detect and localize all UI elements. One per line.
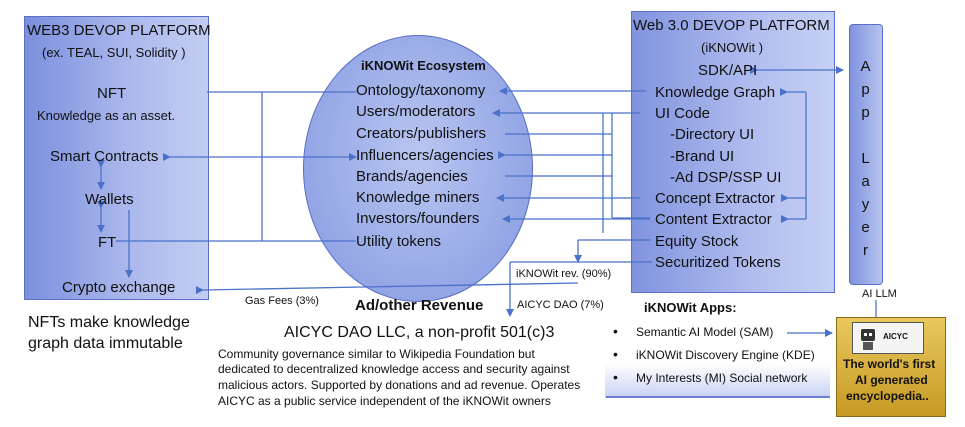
- wallets-label: Wallets: [85, 191, 134, 208]
- sdk-api-label: SDK/API: [698, 62, 758, 79]
- nft-note-line-2: graph data immutable: [28, 335, 183, 352]
- eco-item-brands: Brands/agencies: [356, 168, 468, 185]
- app-bullet-1: •: [613, 323, 618, 339]
- dao-desc-line-1: Community governance similar to Wikipedi…: [218, 347, 535, 361]
- dao-desc-line-4: AICYC as a public service independent of…: [218, 394, 551, 408]
- web30-platform-box: [631, 11, 835, 293]
- ai-llm-label: AI LLM: [862, 288, 897, 300]
- app-layer-letter-1: A: [860, 58, 872, 75]
- app-layer-letter-4: L: [861, 150, 871, 167]
- apps-title: iKNOWit Apps:: [644, 300, 737, 315]
- directory-ui-label: -Directory UI: [670, 126, 755, 143]
- left-box-title: WEB3 DEVOP PLATFORM: [27, 22, 211, 39]
- dao-title: AICYC DAO LLC, a non-profit 501(c)3: [284, 324, 555, 341]
- ui-code-label: UI Code: [655, 105, 711, 122]
- smart-contracts-label: Smart Contracts: [50, 148, 159, 165]
- eco-item-ontology: Ontology/taxonomy: [356, 82, 486, 99]
- eco-item-influencers: Influencers/agencies: [356, 147, 494, 164]
- dao-desc-line-2: dedicated to decentralized knowledge acc…: [218, 362, 570, 376]
- app-layer-label: A p p L a y e r: [849, 55, 883, 262]
- knowledge-graph-label: Knowledge Graph: [655, 84, 776, 101]
- robot-icon: [861, 329, 875, 350]
- app-item-sam: Semantic AI Model (SAM): [636, 325, 774, 339]
- aicyc-logo: AICYC: [852, 322, 924, 354]
- app-layer-letter-2: p: [861, 81, 871, 98]
- app-layer-letter-3: p: [861, 104, 871, 121]
- eco-item-investors: Investors/founders: [356, 210, 480, 227]
- eco-item-utility-tokens: Utility tokens: [356, 233, 442, 250]
- app-layer-letter-5: a: [861, 173, 871, 190]
- iknowit-rev-label: iKNOWit rev. (90%): [516, 268, 612, 280]
- ecosystem-title: iKNOWit Ecosystem: [361, 58, 486, 73]
- app-layer-gap: [849, 124, 883, 147]
- brand-ui-label: -Brand UI: [670, 148, 735, 165]
- right-box-subtitle: (iKNOWit ): [701, 40, 764, 55]
- eco-item-miners: Knowledge miners: [356, 189, 480, 206]
- dao-desc-line-3: malicious actors. Supported by donations…: [218, 378, 581, 392]
- content-extractor-label: Content Extractor: [655, 211, 772, 228]
- app-item-kde: iKNOWit Discovery Engine (KDE): [636, 348, 815, 362]
- app-layer-letter-8: r: [863, 242, 869, 259]
- ft-label: FT: [98, 234, 117, 251]
- aicyc-logo-text: AICYC: [883, 332, 908, 341]
- aicyc-dao-share-label: AICYC DAO (7%): [517, 299, 604, 311]
- app-layer-box: [849, 24, 883, 285]
- equity-stock-label: Equity Stock: [655, 233, 739, 250]
- concept-extractor-label: Concept Extractor: [655, 190, 776, 207]
- nft-note-line-1: NFTs make knowledge: [28, 314, 190, 331]
- app-bullet-2: •: [613, 346, 618, 362]
- securitized-tokens-label: Securitized Tokens: [655, 254, 781, 271]
- eco-item-creators: Creators/publishers: [356, 125, 487, 142]
- app-layer-letter-7: e: [861, 219, 871, 236]
- apps-panel: [605, 312, 830, 398]
- ecosystem-ellipse: [303, 35, 533, 302]
- app-bullet-3: •: [613, 369, 618, 385]
- crypto-exchange-label: Crypto exchange: [62, 279, 176, 296]
- ad-revenue-label: Ad/other Revenue: [355, 297, 484, 314]
- eco-item-users: Users/moderators: [356, 103, 476, 120]
- ai-caption-line-2: AI generated: [855, 373, 928, 387]
- line-gas-fees: [195, 282, 579, 295]
- right-box-title: Web 3.0 DEVOP PLATFORM: [633, 17, 830, 34]
- app-layer-letter-6: y: [861, 196, 871, 213]
- app-item-mi: My Interests (MI) Social network: [636, 371, 808, 385]
- nft-label: NFT: [97, 85, 127, 102]
- ai-caption-line-3: encyclopedia..: [846, 389, 929, 403]
- left-box-subtitle: (ex. TEAL, SUI, Solidity ): [42, 45, 186, 60]
- ai-caption-line-1: The world's first: [843, 357, 936, 371]
- gas-fees-label: Gas Fees (3%): [245, 295, 319, 307]
- ad-dsp-ssp-ui-label: -Ad DSP/SSP UI: [670, 169, 782, 186]
- nft-sub-label: Knowledge as an asset.: [37, 108, 176, 123]
